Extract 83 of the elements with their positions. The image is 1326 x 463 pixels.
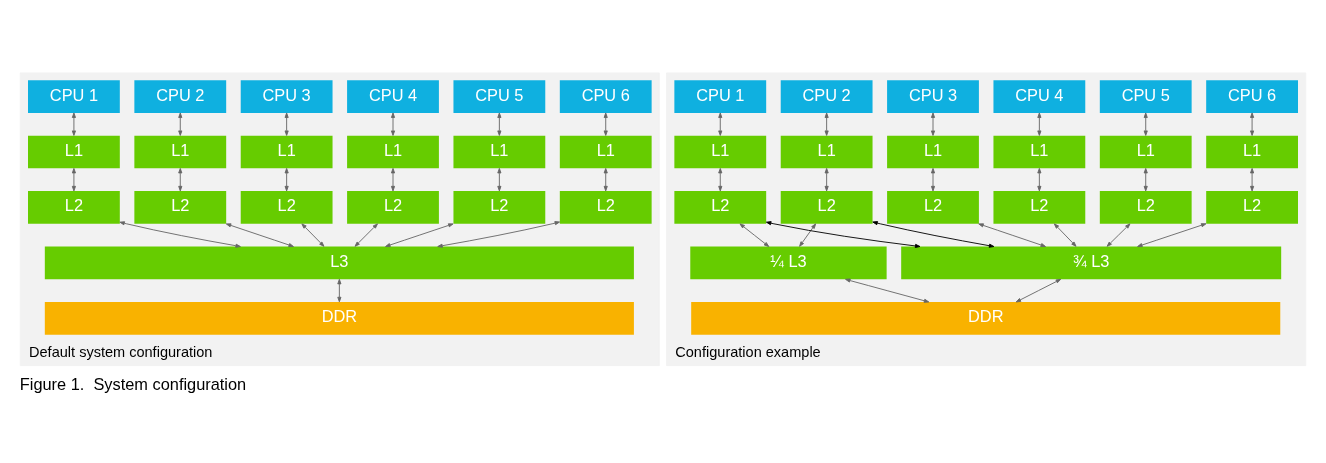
node-box: L1 [240,135,333,168]
node-box: ¼ L3 [690,246,887,279]
arrow [284,112,289,136]
node-box: CPU 1 [674,79,767,113]
arrow [385,222,454,247]
node-box: CPU 2 [134,79,227,113]
caption: Figure 1. System configuration [19,374,247,393]
arrow [1106,222,1131,247]
arrow [718,112,723,136]
node-box: CPU 6 [1206,79,1298,113]
arrow [354,222,378,247]
node-box: L3 [44,246,634,279]
arrow [1250,112,1255,136]
arrow [1037,112,1042,136]
arrow [1137,222,1207,247]
node-box: L2 [559,190,652,224]
arrow [1053,222,1077,247]
node-box: L1 [780,135,873,168]
node-box: L2 [28,190,120,224]
arrow [497,167,502,191]
node-box: L1 [559,135,652,168]
arrow [284,167,289,191]
node-box: DDR [691,301,1281,335]
node-box: CPU 5 [453,79,546,113]
node-box: ¾ L3 [901,246,1282,279]
arrow [178,112,183,136]
node-box: L2 [134,190,227,224]
arrow [390,167,396,191]
node-box: DDR [44,301,634,335]
arrow [739,222,770,247]
arrow [390,112,396,136]
node-box: L2 [347,190,439,224]
arrow [603,167,608,191]
arrow [765,220,921,248]
arrow [1143,112,1148,136]
arrow [1250,167,1255,191]
arrow [1143,167,1148,191]
node-box: L1 [674,135,767,168]
node-box: CPU 1 [28,79,120,113]
node-box: CPU 5 [1099,79,1192,113]
node-box: CPU 3 [887,79,979,113]
node-box: L2 [1099,190,1192,224]
node-box: CPU 6 [559,79,652,113]
arrow [603,112,608,136]
node-box: L1 [1206,135,1298,168]
arrow [872,220,995,248]
arrow [337,278,342,302]
arrow [799,222,817,247]
arrow [437,220,561,248]
arrow [930,167,936,191]
arrow [497,112,502,136]
arrow [301,222,325,247]
node-box: L1 [453,135,546,168]
node-box: L2 [240,190,333,224]
arrow [1015,278,1062,302]
node-box: L1 [347,135,439,168]
node-box: L2 [780,190,873,224]
node-box: L1 [887,135,979,168]
arrow [1037,167,1042,191]
arrow [824,112,829,136]
arrow [71,167,76,191]
arrow [718,167,723,191]
node-box: L2 [453,190,546,224]
node-box: L1 [993,135,1086,168]
arrow [225,222,294,247]
node-box: CPU 4 [993,79,1086,113]
node-box: L2 [993,190,1086,224]
node-box: CPU 4 [347,79,439,113]
node-box: L2 [1206,190,1298,224]
arrow [930,112,936,136]
node-box: L2 [674,190,767,224]
arrow [178,167,183,191]
node-box: L1 [134,135,227,168]
node-box: L1 [1099,135,1192,168]
node-box: L1 [28,135,120,168]
arrow [845,278,930,303]
arrow [119,220,241,248]
node-box: L2 [887,190,979,224]
arrow [978,222,1046,247]
node-box: CPU 2 [780,79,873,113]
arrow [71,112,76,136]
node-box: CPU 3 [240,79,333,113]
arrow [824,167,829,191]
